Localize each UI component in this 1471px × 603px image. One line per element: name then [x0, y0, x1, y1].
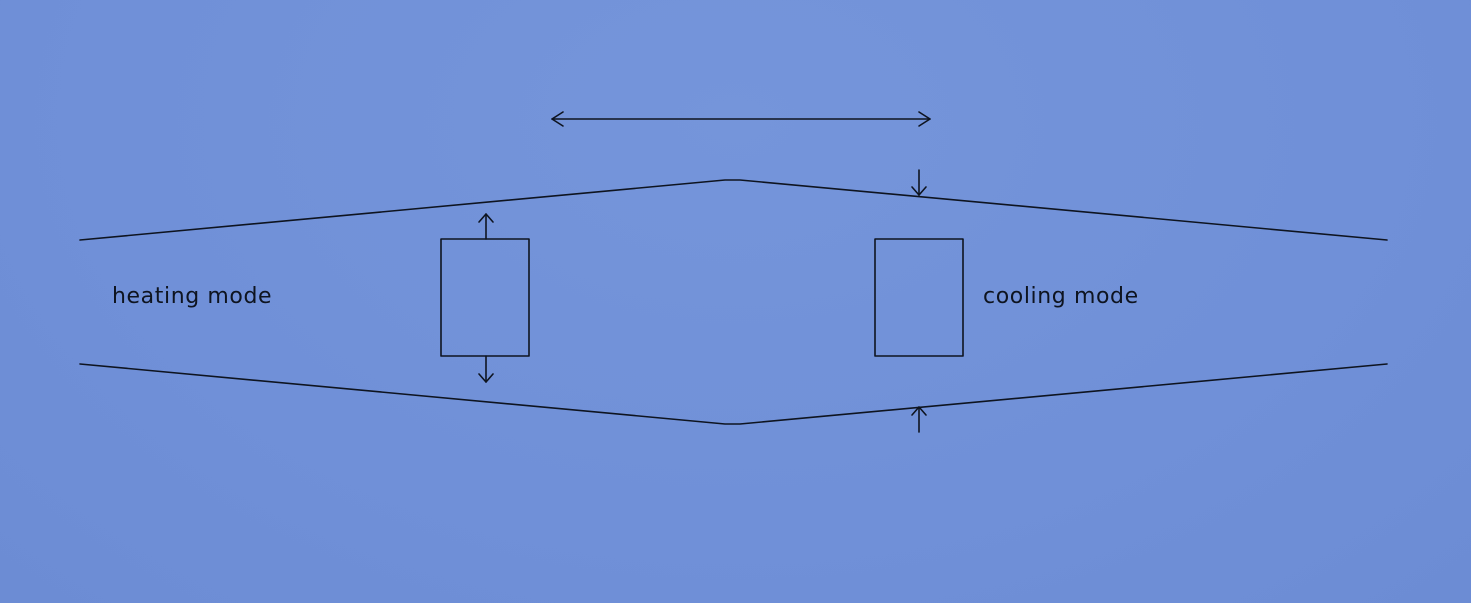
heating-arrow-up [478, 213, 494, 240]
cooling-arrow-up [911, 406, 927, 433]
upper-boundary-line [79, 179, 1388, 241]
lower-boundary-line [79, 363, 1388, 425]
double-headed-arrow [551, 111, 931, 127]
cooling-box [874, 238, 964, 357]
heating-arrow-down [478, 355, 494, 383]
heating-box [440, 238, 530, 357]
cooling-mode-label: cooling mode [983, 284, 1139, 309]
double-arrow-left-head [551, 111, 564, 127]
heating-mode-label: heating mode [112, 284, 273, 309]
cooling-arrow-down [911, 169, 927, 196]
double-arrow-right-head [918, 111, 931, 127]
